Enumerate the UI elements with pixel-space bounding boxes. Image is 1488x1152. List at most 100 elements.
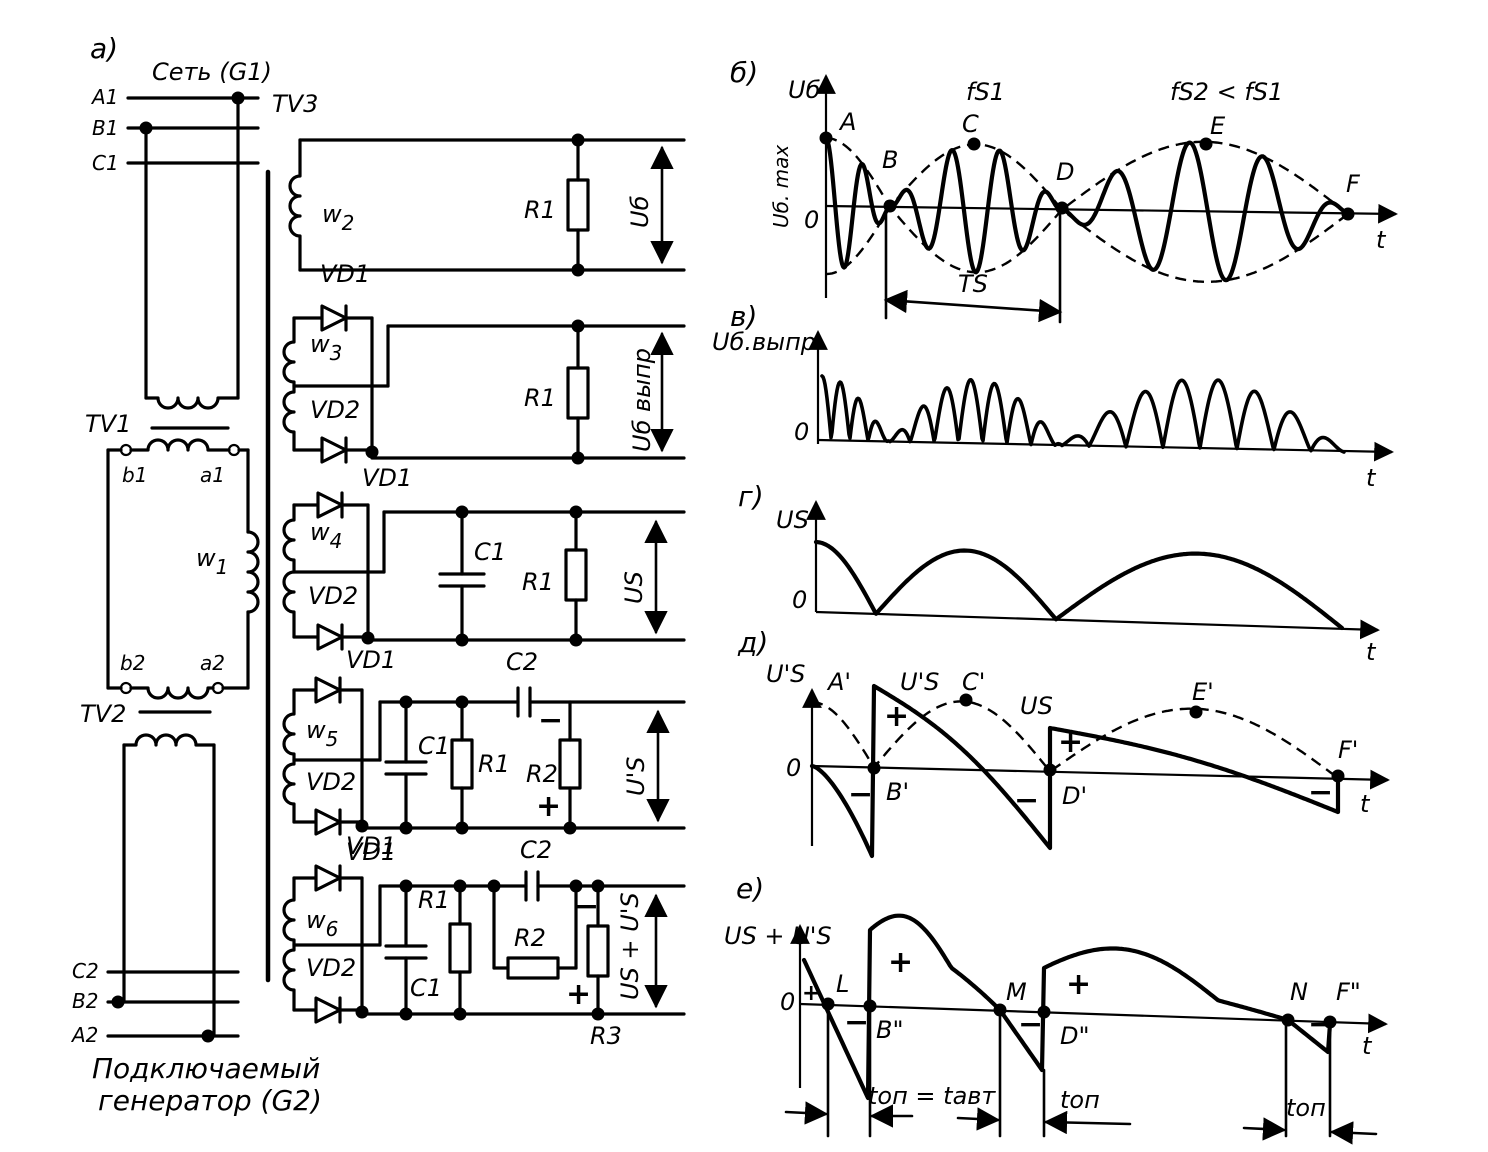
a2-label: a2 xyxy=(200,651,225,675)
vd1-label-4: VD1 xyxy=(346,832,396,860)
r1-label-2: R1 xyxy=(524,384,556,412)
generator-bus: C2 B2 A2 xyxy=(70,959,240,1047)
output-ub-rect-label: Uб выпр xyxy=(628,348,656,452)
output-sum-label: US + U'S xyxy=(616,892,644,1000)
phase-c1-label: C1 xyxy=(92,151,119,175)
graph-b-envelope-lower xyxy=(825,204,1349,283)
phase-c2-label: C2 xyxy=(72,959,99,983)
vd2-label-1: VD2 xyxy=(310,396,360,424)
graph-d-point-f xyxy=(1331,769,1345,783)
tv3-label: TV3 xyxy=(272,90,318,118)
graph-v-ylabel: Uб.выпр xyxy=(712,328,816,356)
graph-d-minus-2: − xyxy=(1014,783,1039,818)
graph-e-top-label: tоп xyxy=(1060,1086,1100,1114)
graph-d: д) U'S U'S US 0 t A' B' C' D' E' F' + + … xyxy=(737,626,1390,859)
graph-e-plus-1: + xyxy=(888,945,913,980)
a1-label: a1 xyxy=(200,463,225,487)
graph-b-label-d: D xyxy=(1056,158,1074,186)
graph-d-point-c xyxy=(959,693,973,707)
w5-label: w5 xyxy=(306,716,338,751)
graph-e-zero: 0 xyxy=(780,988,795,1016)
graph-e-label-l: L xyxy=(836,970,849,998)
graph-d-minus-1: − xyxy=(848,777,873,812)
graph-b-point-d xyxy=(1055,201,1069,215)
graph-d-label-b: B' xyxy=(886,778,909,806)
graph-g-ylabel: US xyxy=(776,506,809,534)
r3-label: R3 xyxy=(590,1022,622,1050)
output-ub-label: Uб xyxy=(626,195,654,228)
graph-b-zero: 0 xyxy=(804,206,819,234)
graph-e-plus-3: + xyxy=(802,981,820,1006)
tv1-primary-coil xyxy=(144,396,240,410)
graph-e-label-m: M xyxy=(1006,978,1027,1006)
graph-e-label-d: D" xyxy=(1060,1022,1090,1050)
plus-sign-2: + xyxy=(566,977,591,1012)
output-us-label: US xyxy=(620,571,648,604)
graph-g-t: t xyxy=(1366,638,1377,666)
r1-label-4: R1 xyxy=(478,750,510,778)
graph-d-t: t xyxy=(1360,790,1371,818)
c1-label-2: C1 xyxy=(418,732,450,760)
graph-d-point-e xyxy=(1189,705,1203,719)
graph-d-plus-2: + xyxy=(1058,725,1083,760)
graph-b-ymax-label: Uб. max xyxy=(769,145,793,228)
graph-g-zero: 0 xyxy=(792,586,807,614)
graph-d-label-a: A' xyxy=(826,668,851,696)
circuit-panel: а) Сеть (G1) A1 B1 C1 TV1 xyxy=(70,32,686,1117)
generator-label-line1: Подключаемый xyxy=(92,1052,320,1085)
graph-v: в) Uб.выпр 0 t xyxy=(712,300,1394,492)
graph-d-point-b xyxy=(867,761,881,775)
graph-d-point-d xyxy=(1043,763,1057,777)
tv2-label: TV2 xyxy=(80,700,126,728)
graph-d-zero: 0 xyxy=(786,754,801,782)
panel-label-g: г) xyxy=(738,480,764,513)
r1-label-5: R1 xyxy=(418,886,450,914)
graph-d-us-prime-curve xyxy=(809,683,1341,859)
graph-b-t: t xyxy=(1376,226,1387,254)
graph-b-label-b: B xyxy=(882,146,898,174)
w2-label: w2 xyxy=(322,200,354,235)
graph-d-us-prime-label: U'S xyxy=(900,668,939,696)
graph-b-label-e: E xyxy=(1210,112,1226,140)
graph-e-point-d xyxy=(1037,1005,1051,1019)
graph-e-sum-curve xyxy=(801,913,1333,1101)
graph-d-ylabel: U'S xyxy=(766,660,805,688)
phase-a2-label: A2 xyxy=(70,1023,98,1047)
panel-label-b: б) xyxy=(730,56,758,89)
generator-label-line2: генератор (G2) xyxy=(98,1084,322,1117)
graph-d-label-e: E' xyxy=(1192,678,1214,706)
panel-label-e: е) xyxy=(736,872,764,905)
graph-b-label-a: A xyxy=(838,108,856,136)
graph-v-zero: 0 xyxy=(794,418,809,446)
panel-label-a: а) xyxy=(90,32,118,65)
graph-g: г) US 0 t xyxy=(738,480,1380,666)
graph-b-ts-label: TS xyxy=(958,270,988,298)
graph-d-plus-1: + xyxy=(884,699,909,734)
graph-b-beat-wave xyxy=(823,135,1351,283)
c2-label-2: C2 xyxy=(520,836,552,864)
graph-e-minus-1: − xyxy=(844,1005,869,1040)
tv1-label: TV1 xyxy=(85,410,131,438)
graph-v-rectified-wave xyxy=(820,374,1346,454)
graph-b-point-a xyxy=(819,131,833,145)
graph-e: е) US + U'S 0 t L B" M D" N F" + + + − −… xyxy=(724,872,1388,1145)
graph-e-ylabel: US + U'S xyxy=(724,922,832,950)
graph-v-t: t xyxy=(1366,464,1377,492)
graph-e-t: t xyxy=(1362,1032,1373,1060)
panel-label-d: д) xyxy=(737,626,768,659)
graph-b-label-f: F xyxy=(1346,170,1361,198)
stage-w5: w5 VD2 VD1 C1 R1 C2 R2 − + U'S xyxy=(282,648,686,860)
r1-label-3: R1 xyxy=(522,568,554,596)
graph-d-minus-3: − xyxy=(1308,775,1333,810)
vd1-label-1: VD1 xyxy=(320,260,370,288)
graph-b: б) Uб Uб. max 0 t fS1 fS2 < fS1 TS A B C… xyxy=(730,56,1398,324)
graph-b-envelope-upper xyxy=(825,136,1349,215)
stage-w3: VD1 w3 VD2 VD1 R1 Uб вы xyxy=(282,260,686,492)
graph-b-point-e xyxy=(1199,137,1213,151)
r1-label-1: R1 xyxy=(524,196,556,224)
w6-label: w6 xyxy=(306,906,338,941)
graph-d-us-dashed xyxy=(811,700,1339,779)
graph-b-ylabel: Uб xyxy=(788,76,821,104)
